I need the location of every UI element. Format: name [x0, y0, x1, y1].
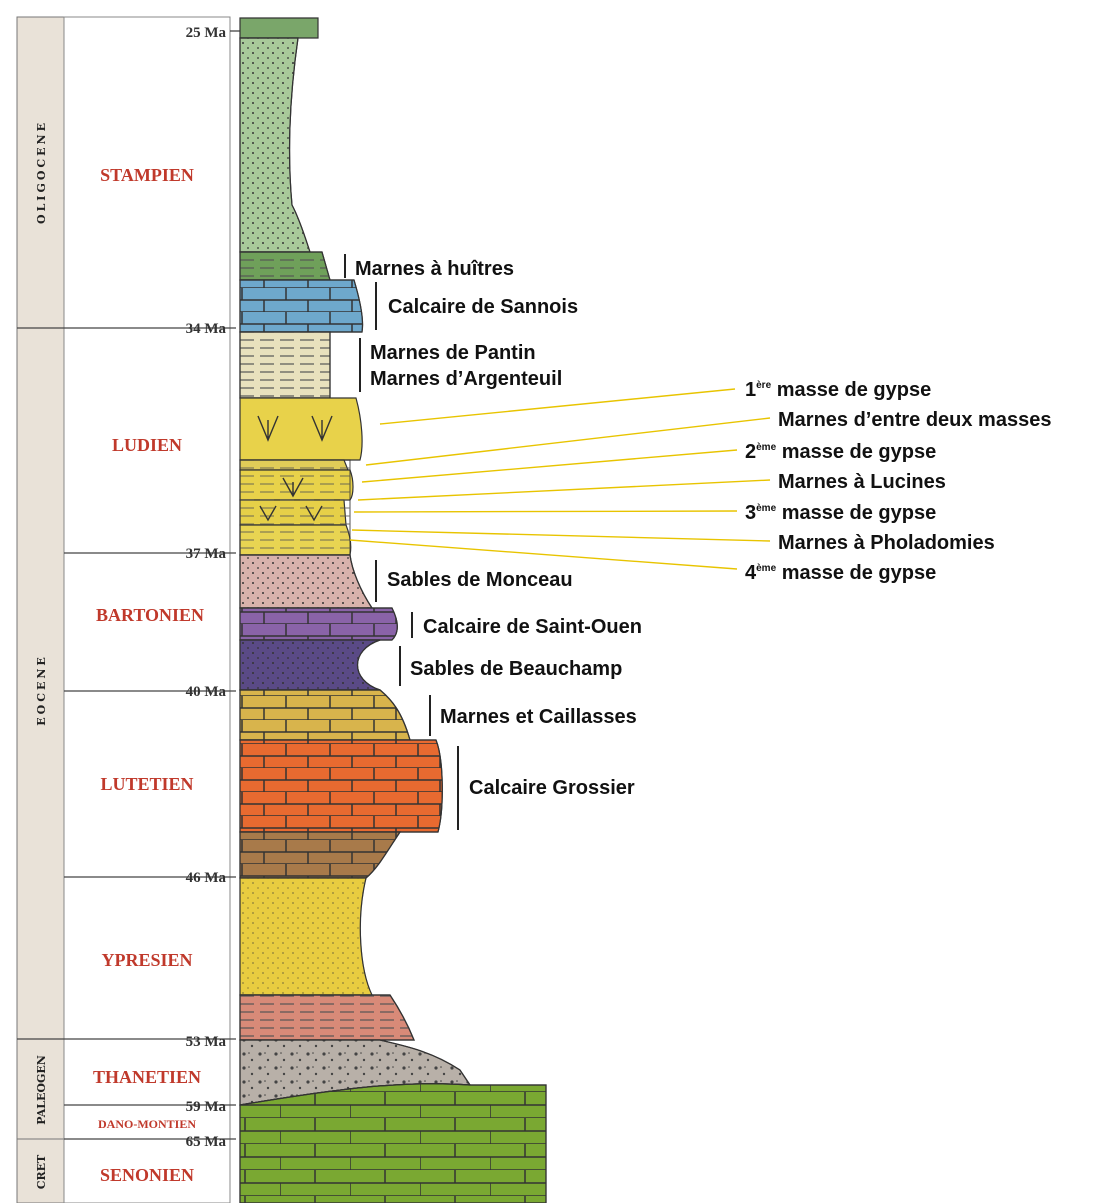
- stage-label-ypresien: YPRESIEN: [101, 950, 192, 970]
- age-label-37: 37 Ma: [186, 546, 227, 562]
- marnes-label-lucines: Marnes à Lucines: [778, 471, 946, 493]
- era-label-cret: CRET: [35, 1154, 48, 1189]
- lithologic-column: [240, 18, 546, 1203]
- unit-label-marnes-pantin: Marnes de Pantin: [370, 342, 536, 364]
- gypse-label-1: 1ère masse de gypse: [745, 379, 931, 401]
- gypsum-leader-lines: [350, 389, 770, 569]
- unit-label-sables-monceau: Sables de Monceau: [387, 569, 573, 591]
- stage-label-thanetien: THANETIEN: [93, 1067, 201, 1087]
- age-label-59: 59 Ma: [186, 1099, 227, 1115]
- stage-label-bartonien: BARTONIEN: [96, 605, 204, 625]
- unit-label-marnes-huitres: Marnes à huîtres: [355, 258, 514, 280]
- stage-label-ludien: LUDIEN: [112, 435, 182, 455]
- era-label-paleogen: PALEOGEN: [35, 1055, 48, 1125]
- era-label-oligocene: OLIGOCENE: [35, 120, 48, 224]
- stage-label-dano-montien: DANO-MONTIEN: [98, 1117, 196, 1131]
- stage-label-lutetien: LUTETIEN: [100, 774, 193, 794]
- age-label-65: 65 Ma: [186, 1134, 227, 1150]
- stage-label-stampien: STAMPIEN: [100, 165, 194, 185]
- marnes-label-pholadomies: Marnes à Pholadomies: [778, 532, 995, 554]
- unit-label-calcaire-saint-ouen: Calcaire de Saint-Ouen: [423, 616, 642, 638]
- era-label-eocene: EOCENE: [35, 654, 48, 726]
- age-label-34: 34 Ma: [186, 321, 227, 337]
- unit-label-marnes-caillasses: Marnes et Caillasses: [440, 706, 637, 728]
- unit-label-sables-beauchamp: Sables de Beauchamp: [410, 658, 622, 680]
- age-label-53: 53 Ma: [186, 1034, 227, 1050]
- unit-label-calcaire-sannois: Calcaire de Sannois: [388, 296, 578, 318]
- gypse-label-2: 2ème masse de gypse: [745, 441, 936, 463]
- unit-label-calcaire-grossier: Calcaire Grossier: [469, 777, 635, 799]
- unit-label-marnes-argenteuil: Marnes d’Argenteuil: [370, 368, 562, 390]
- age-label-25: 25 Ma: [186, 25, 227, 41]
- age-label-40: 40 Ma: [186, 684, 227, 700]
- gypse-label-4: 4ème masse de gypse: [745, 562, 936, 584]
- gypse-label-3: 3ème masse de gypse: [745, 502, 936, 524]
- marnes-label-entre-deux-masses: Marnes d’entre deux masses: [778, 409, 1051, 431]
- age-label-46: 46 Ma: [186, 870, 227, 886]
- stage-label-senonien: SENONIEN: [100, 1165, 194, 1185]
